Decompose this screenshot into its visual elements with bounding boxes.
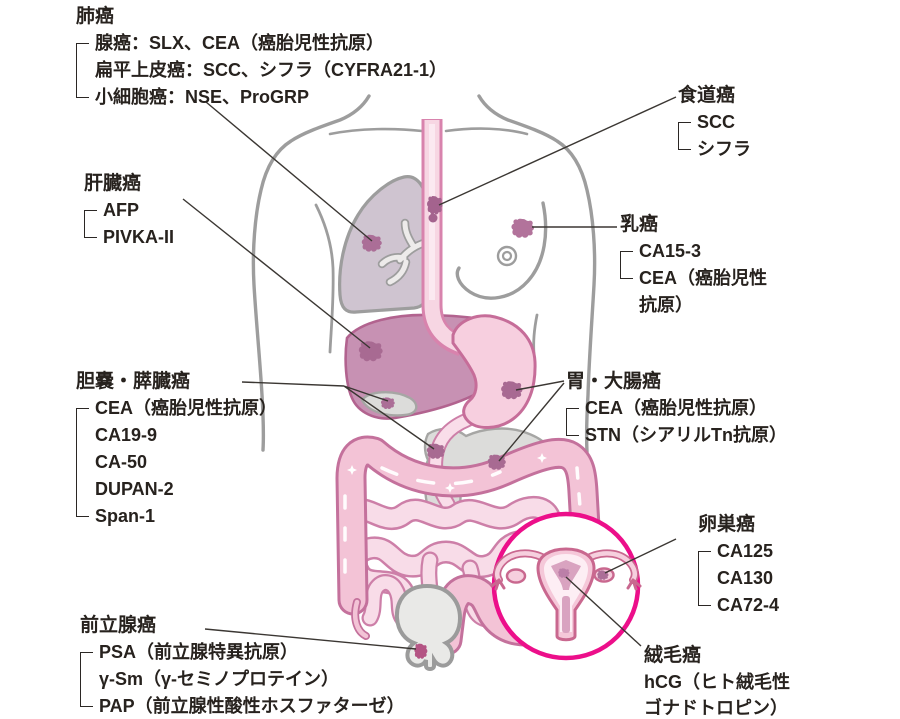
tumor-uterus-icon — [558, 568, 570, 578]
bracket — [620, 251, 633, 279]
marker-item: CEA（癌胎児性抗原） — [585, 398, 768, 418]
line-prostate — [204, 628, 417, 650]
marker-item: CA19-9 — [95, 425, 158, 445]
bronchi-icon — [377, 218, 442, 287]
label-lung-cancer: 肺癌 腺癌：SLX、CEA（癌胎児性抗原） 扁平上皮癌：SCC、シフラ（CYFR… — [76, 3, 447, 111]
breast-curve — [455, 201, 548, 300]
line-colon — [498, 382, 565, 462]
marker-item: γ-Sm（γ-セミノプロテイン） — [99, 669, 340, 689]
tumor-esophagus-icon-2 — [428, 213, 438, 223]
bladder-prostate — [394, 583, 463, 671]
flank-right-line — [532, 313, 539, 356]
body-outline — [251, 94, 597, 454]
label-title: 食道癌 — [678, 85, 736, 106]
label-title: 前立腺癌 — [80, 615, 157, 636]
marker-item: 腺癌：SLX、CEA（癌胎児性抗原） — [95, 33, 385, 53]
line-biliary-pancreas — [241, 381, 435, 450]
marker-item: CEA（癌胎児性抗原） — [95, 398, 278, 418]
tumor-liver-icon — [358, 341, 383, 362]
label-title: 卵巣癌 — [698, 514, 756, 535]
line-liver — [182, 198, 371, 349]
colon — [345, 451, 586, 640]
marker-item: PAP（前立腺性酸性ホスファターゼ） — [99, 696, 405, 716]
label-esophageal-cancer: 食道癌 SCC シフラ — [678, 82, 751, 163]
pectoral-left-line — [328, 127, 424, 136]
bracket — [76, 408, 89, 517]
label-breast-cancer: 乳癌 CA15-3 CEA（癌胎児性抗原） — [620, 211, 777, 319]
esophagus — [421, 119, 466, 356]
connector-lines — [182, 96, 677, 650]
bracket — [80, 652, 93, 707]
armpit-left-line — [314, 203, 335, 354]
tumor-esophagus-icon — [427, 195, 443, 215]
marker-item: hCG（ヒト絨毛性ゴナドトロピン） — [644, 672, 790, 718]
uterus-inset — [490, 511, 642, 661]
tumor-lung-icon — [361, 234, 382, 252]
label-biliary-pancreatic-cancer: 胆嚢・膵臓癌 CEA（癌胎児性抗原） CA19-9 CA-50 DUPAN-2 … — [76, 368, 277, 530]
label-title: 胃・大腸癌 — [566, 371, 662, 392]
marker-item: CEA（癌胎児性抗原） — [639, 268, 768, 315]
line-esophagus — [438, 96, 677, 206]
bracket — [678, 122, 691, 150]
tumor-stomach-icon — [501, 381, 523, 400]
marker-item: 扁平上皮癌：SCC、シフラ（CYFRA21-1） — [95, 60, 448, 80]
ovary-left — [505, 568, 527, 584]
label-title: 乳癌 — [620, 214, 659, 235]
label-stomach-colorectal-cancer: 胃・大腸癌 CEA（癌胎児性抗原） STN（シアリルTn抗原） — [566, 368, 787, 449]
label-title: 絨毛癌 — [644, 645, 702, 666]
label-title: 胆嚢・膵臓癌 — [76, 371, 191, 392]
pectoral-right-line — [444, 127, 529, 136]
label-choriocarcinoma: 絨毛癌 hCG（ヒト絨毛性ゴナドトロピン） — [644, 643, 796, 719]
label-prostate-cancer: 前立腺癌 PSA（前立腺特異抗原） γ-Sm（γ-セミノプロテイン） PAP（前… — [80, 612, 405, 719]
marker-item: PIVKA-II — [103, 227, 175, 247]
line-stomach — [515, 380, 565, 391]
neck-left-line — [251, 94, 371, 452]
marker-item: CA130 — [717, 568, 774, 588]
stomach — [451, 314, 537, 429]
marker-item: 小細胞癌：NSE、ProGRP — [95, 87, 310, 107]
label-title: 肺癌 — [76, 6, 115, 27]
marker-item: CA125 — [717, 541, 774, 561]
uterus-inner — [544, 554, 588, 632]
label-ovarian-cancer: 卵巣癌 CA125 CA130 CA72-4 — [698, 511, 779, 619]
vaginal-canal — [562, 596, 570, 633]
marker-item: AFP — [103, 200, 139, 220]
neck-right-line — [477, 94, 597, 454]
marker-item: CA72-4 — [717, 595, 780, 615]
bracket — [76, 43, 89, 98]
marker-item: CA-50 — [95, 452, 148, 472]
tumor-prostate-icon — [414, 643, 428, 659]
fimbriae-right — [626, 578, 642, 591]
nipple-icon-inner — [501, 250, 513, 262]
fimbriae-left — [490, 578, 506, 591]
marker-item: PSA（前立腺特異抗原） — [99, 642, 299, 662]
label-liver-cancer: 肝臓癌 AFP PIVKA-II — [84, 170, 174, 251]
label-title: 肝臓癌 — [84, 173, 142, 194]
marker-item: Span-1 — [95, 506, 156, 526]
marker-item: DUPAN-2 — [95, 479, 174, 499]
line-choriocarcinoma — [565, 576, 642, 647]
marker-item: STN（シアリルTn抗原） — [585, 425, 787, 445]
marker-item: CA15-3 — [639, 241, 702, 261]
line-lung — [205, 101, 373, 242]
tumor-marks — [358, 195, 609, 659]
marker-item: シフラ — [697, 139, 751, 159]
marker-item: SCC — [697, 112, 736, 132]
tumor-breast-icon — [511, 218, 535, 238]
bracket — [84, 210, 97, 238]
bracket — [566, 408, 579, 436]
line-ovary — [604, 538, 677, 574]
bracket — [698, 551, 711, 606]
